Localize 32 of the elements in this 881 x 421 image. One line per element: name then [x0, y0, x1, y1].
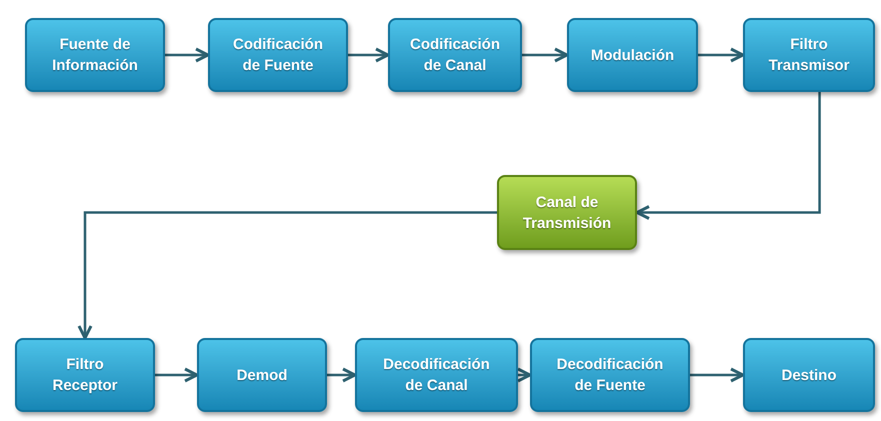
box-label: Fuente de Información	[51, 35, 139, 76]
arrow	[165, 48, 210, 62]
box-label: Filtro Receptor	[51, 355, 119, 396]
arrow	[155, 368, 198, 382]
arrow	[78, 211, 497, 340]
process-box	[25, 18, 165, 92]
process-box	[197, 338, 327, 412]
arrow	[636, 92, 821, 220]
box-label: Decodificación de Fuente	[556, 355, 664, 396]
process-box	[208, 18, 348, 92]
box-label: Codificación de Fuente	[232, 35, 324, 76]
process-box	[743, 338, 875, 412]
box-label: Filtro Transmisor	[768, 35, 850, 76]
box-label: Destino	[781, 366, 836, 386]
process-box	[497, 175, 637, 250]
process-box	[743, 18, 875, 92]
process-box	[567, 18, 698, 92]
process-box	[388, 18, 522, 92]
arrow	[327, 368, 356, 382]
box-label: Modulación	[590, 46, 674, 66]
arrow	[522, 48, 568, 62]
box-label: Demod	[236, 366, 288, 386]
box-label: Codificación de Canal	[410, 35, 500, 76]
process-box	[15, 338, 155, 412]
arrow	[516, 368, 532, 382]
arrow	[348, 48, 390, 62]
process-box	[355, 338, 518, 412]
box-label: Decodificación de Canal	[382, 355, 491, 396]
process-box	[530, 338, 690, 412]
arrow	[690, 368, 744, 382]
box-label: Canal de Transmisión	[522, 192, 612, 234]
arrow	[698, 48, 744, 62]
